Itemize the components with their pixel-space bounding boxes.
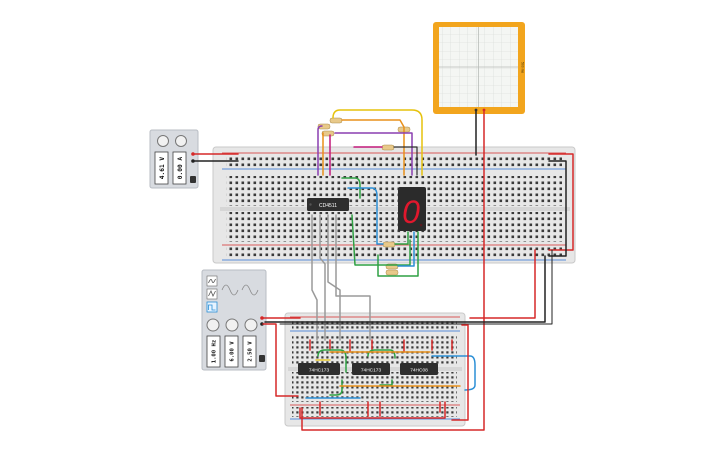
- power-supply[interactable]: 4.61 V 0.00 A: [149, 129, 199, 189]
- counter-b-chip-body: [352, 363, 390, 375]
- voltage-readout: 4.61 V: [159, 157, 166, 180]
- resistors[interactable]: [317, 117, 411, 276]
- bottom-rail-positive[interactable]: [226, 247, 562, 253]
- offset-display: [242, 335, 257, 368]
- wire-red[interactable]: [299, 401, 446, 419]
- decoder-chip-label: CD4511: [319, 203, 337, 209]
- chip-decoder[interactable]: CD4511: [307, 198, 349, 211]
- frequency-knob[interactable]: [206, 318, 220, 332]
- amplitude-readout: 6.00 V: [230, 341, 236, 362]
- seven-segment-digit: 0: [402, 194, 420, 230]
- wire-green[interactable]: [394, 231, 409, 245]
- voltage-knob[interactable]: [157, 135, 169, 147]
- resistor[interactable]: [317, 123, 331, 130]
- top-center-channel: [220, 207, 570, 211]
- resistor[interactable]: [381, 144, 395, 151]
- sine-wave-icon: [208, 278, 216, 284]
- wire-purple[interactable]: [334, 132, 413, 176]
- wire-green[interactable]: [317, 349, 347, 373]
- bb2-bottom-rail-negative[interactable]: [292, 412, 457, 417]
- function-generator[interactable]: 1.00 Hz 6.00 V 2.50 V: [201, 269, 267, 371]
- wire-red[interactable]: [301, 110, 485, 431]
- current-readout: 0.00 A: [177, 157, 184, 180]
- wire-yellow[interactable]: [332, 109, 423, 176]
- wires[interactable]: [194, 109, 574, 431]
- scope-terminal-red[interactable]: [482, 108, 486, 112]
- bottom-rail-negative[interactable]: [226, 253, 562, 259]
- wire-orange[interactable]: [341, 119, 405, 176]
- wire-green[interactable]: [329, 379, 343, 396]
- decoder-chip-body: [307, 198, 349, 211]
- power-terminal-positive[interactable]: [191, 152, 195, 156]
- frequency-display: [206, 335, 221, 368]
- wire-gray[interactable]: [327, 214, 341, 341]
- offset-knob[interactable]: [244, 318, 258, 332]
- wire-green[interactable]: [351, 214, 411, 266]
- generator-terminal-positive[interactable]: [260, 316, 264, 320]
- wire-red[interactable]: [262, 323, 299, 397]
- top-rail-negative[interactable]: [226, 161, 562, 167]
- current-display: [172, 151, 187, 185]
- top-rail-positive[interactable]: [226, 155, 562, 161]
- resistor[interactable]: [385, 269, 399, 276]
- oscilloscope-side-label: 500 ms: [521, 62, 525, 73]
- wire-gray[interactable]: [319, 214, 326, 341]
- square-wave-icon: [208, 304, 216, 311]
- wire-red[interactable]: [319, 401, 441, 417]
- wire-green[interactable]: [377, 231, 419, 277]
- top-terminal-strip-lower[interactable]: [226, 212, 562, 242]
- wire-black[interactable]: [548, 160, 567, 257]
- wire-gray[interactable]: [335, 214, 371, 341]
- frequency-readout: 1.00 Hz: [212, 340, 218, 364]
- bb2-terminal-strip-lower[interactable]: [292, 372, 457, 402]
- offset-readout: 2.50 V: [248, 341, 254, 362]
- power-switch[interactable]: [190, 176, 196, 183]
- resistor[interactable]: [329, 117, 343, 124]
- wire-purple[interactable]: [317, 125, 323, 176]
- chip-gate[interactable]: 74HC08: [400, 363, 438, 375]
- wire-blue[interactable]: [397, 231, 415, 267]
- wire-green[interactable]: [367, 349, 396, 359]
- wire-gray[interactable]: [311, 214, 318, 341]
- amplitude-display: [224, 335, 239, 368]
- wire-red[interactable]: [451, 324, 469, 421]
- wire-blue[interactable]: [431, 355, 476, 391]
- resistor[interactable]: [321, 130, 335, 137]
- triangle-wave-icon: [208, 290, 216, 297]
- gate-chip-body: [400, 363, 438, 375]
- current-knob[interactable]: [175, 135, 187, 147]
- resistor[interactable]: [382, 241, 396, 248]
- wire-red[interactable]: [309, 339, 453, 353]
- gate-chip-label: 74HC08: [410, 368, 428, 374]
- wire-red[interactable]: [548, 153, 574, 251]
- chip-counter-b[interactable]: 74HC173: [352, 363, 390, 375]
- top-terminal-strip-upper[interactable]: [226, 176, 562, 206]
- generator-terminal-negative[interactable]: [260, 322, 264, 326]
- oscilloscope[interactable]: 500 ms: [433, 22, 525, 114]
- bb2-top-rail-negative[interactable]: [292, 324, 457, 329]
- generator-switch[interactable]: [259, 355, 265, 362]
- wire-blue[interactable]: [347, 187, 384, 245]
- decimal-point: [419, 223, 423, 227]
- bb2-bottom-rail-positive[interactable]: [292, 407, 457, 412]
- seven-segment-display[interactable]: 0: [398, 187, 426, 231]
- counter-a-chip-label: 74HC173: [309, 368, 330, 374]
- scope-terminal-black[interactable]: [474, 108, 478, 112]
- wire-red[interactable]: [469, 249, 536, 319]
- wire-black[interactable]: [264, 255, 546, 323]
- wire-green[interactable]: [341, 177, 361, 199]
- power-terminal-negative[interactable]: [191, 159, 195, 163]
- counter-a-chip-body: [298, 363, 340, 375]
- counter-b-chip-label: 74HC173: [361, 368, 382, 374]
- wire-green[interactable]: [379, 379, 393, 386]
- seven-segment-body: [398, 187, 426, 231]
- amplitude-knob[interactable]: [225, 318, 239, 332]
- voltage-display: [154, 151, 169, 185]
- chip-counter-a[interactable]: 74HC173: [298, 363, 340, 375]
- waveform-preview-icon: [221, 284, 239, 296]
